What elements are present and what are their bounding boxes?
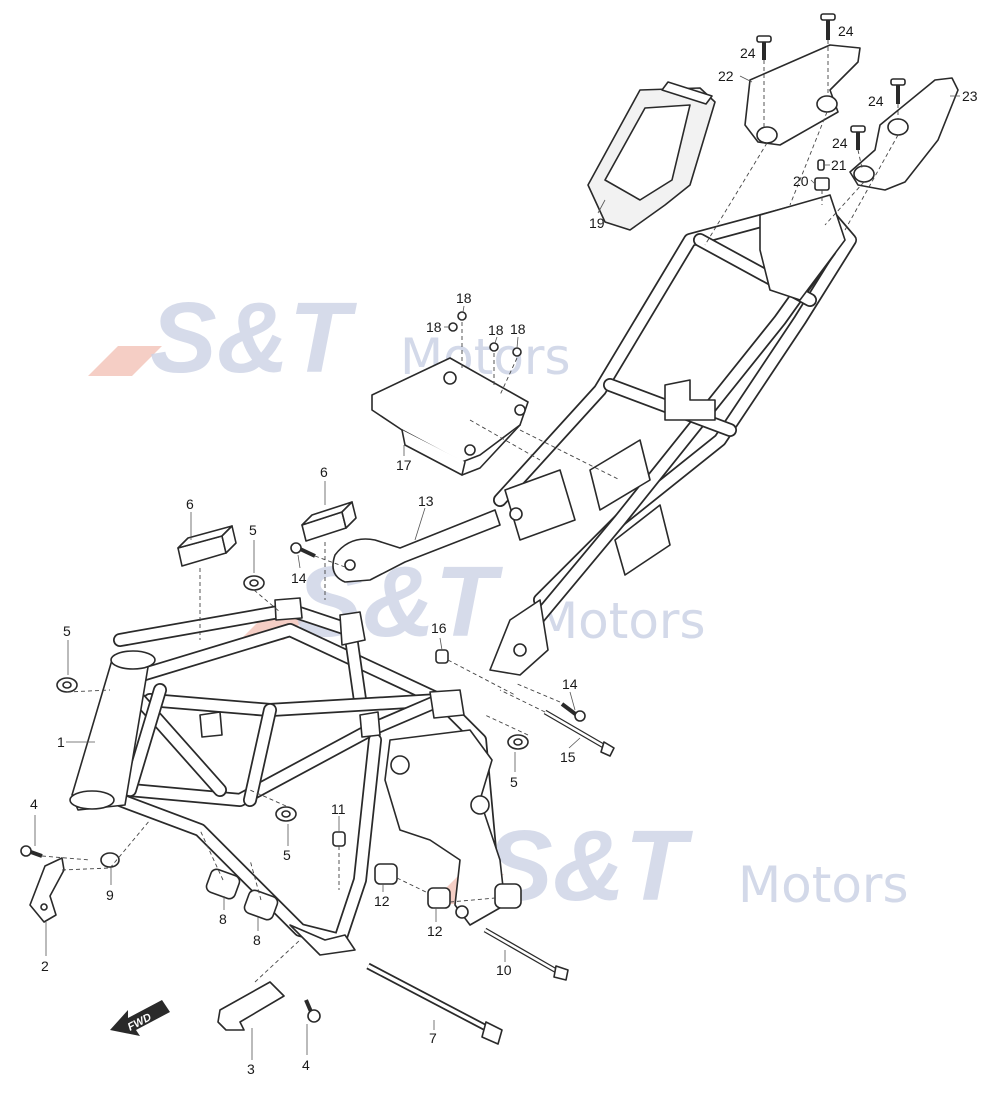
screw-18 [457, 311, 467, 321]
grab-rail-left [744, 44, 861, 146]
callout-22: 22 [718, 68, 734, 84]
leader-lines [34, 75, 960, 1060]
bolt-24 [890, 78, 906, 104]
callout-5: 5 [510, 774, 518, 790]
callout-8: 8 [219, 911, 227, 927]
callout-6: 6 [320, 464, 328, 480]
long-bolt-10 [483, 927, 569, 981]
passenger-footrest-bracket [332, 509, 501, 583]
callout-24: 24 [740, 45, 756, 61]
pivot-collar [427, 887, 451, 909]
callouts: 1 2 3 4 4 5 5 5 5 6 6 7 8 8 9 10 11 12 1… [30, 23, 978, 1077]
callout-3: 3 [247, 1061, 255, 1077]
collar [435, 649, 449, 664]
callout-12: 12 [374, 893, 390, 909]
pivot-collar [374, 863, 398, 885]
long-bolt-15 [543, 709, 615, 757]
callout-1: 1 [57, 734, 65, 750]
callout-10: 10 [496, 962, 512, 978]
bracket-3 [217, 981, 285, 1031]
forward-arrow-icon: FWD [110, 1000, 170, 1036]
callout-18: 18 [488, 322, 504, 338]
callout-11: 11 [331, 801, 346, 817]
grab-rail-right [849, 77, 959, 191]
callout-12: 12 [427, 923, 443, 939]
bolt-24 [756, 35, 772, 60]
callout-9: 9 [106, 887, 114, 903]
callout-14: 14 [291, 570, 307, 586]
callout-5: 5 [283, 847, 291, 863]
bolt-24 [850, 125, 866, 150]
callout-17: 17 [396, 457, 412, 473]
watermark-suffix: Motors [535, 592, 706, 650]
callout-4: 4 [30, 796, 38, 812]
callout-13: 13 [418, 493, 434, 509]
screw-18 [512, 347, 522, 357]
callout-8: 8 [253, 932, 261, 948]
long-bolt-7 [366, 962, 503, 1045]
callout-24: 24 [832, 135, 848, 151]
rubber-block-left [177, 525, 237, 567]
watermark-1: S&T Motors [88, 282, 571, 394]
bushing [100, 852, 120, 868]
callout-5: 5 [63, 623, 71, 639]
callout-24: 24 [868, 93, 884, 109]
callout-24: 24 [838, 23, 854, 39]
assembly-lines [41, 40, 899, 983]
callout-18: 18 [510, 321, 526, 337]
callout-4: 4 [302, 1057, 310, 1073]
callout-16: 16 [431, 620, 447, 636]
callout-6: 6 [186, 496, 194, 512]
callout-23: 23 [962, 88, 978, 104]
battery-box [371, 357, 529, 476]
bolt-4 [20, 845, 43, 858]
bracket-2 [29, 857, 65, 923]
callout-19: 19 [589, 215, 605, 231]
callout-18: 18 [456, 290, 472, 306]
bolt-4 [304, 999, 321, 1023]
callout-5: 5 [249, 522, 257, 538]
spacer-collar [243, 889, 279, 921]
grommet [275, 806, 297, 822]
pivot-collar [494, 883, 522, 909]
grommet [56, 677, 78, 693]
callout-15: 15 [560, 749, 576, 765]
screw-18 [448, 322, 458, 332]
callout-2: 2 [41, 958, 49, 974]
watermark-suffix: Motors [738, 856, 909, 914]
bolt-14 [560, 702, 586, 722]
screw-18 [489, 342, 499, 352]
main-frame [69, 597, 506, 956]
callout-18: 18 [426, 319, 442, 335]
callout-14: 14 [562, 676, 578, 692]
callout-21: 21 [831, 157, 847, 173]
grommet [507, 734, 529, 750]
pin-21 [817, 159, 825, 171]
bolt-14 [290, 542, 316, 558]
forward-label: FWD [126, 1011, 154, 1033]
callout-20: 20 [793, 173, 809, 189]
grommet [243, 575, 265, 591]
tool-tray [587, 81, 716, 231]
collar [332, 831, 346, 847]
rear-subframe [489, 194, 857, 676]
rubber-block-right [301, 501, 357, 542]
watermark-brand: S&T [150, 282, 358, 394]
bolt-24 [820, 13, 836, 40]
callout-7: 7 [429, 1030, 437, 1046]
nut-20 [814, 177, 830, 191]
spacer-collar [205, 868, 241, 900]
